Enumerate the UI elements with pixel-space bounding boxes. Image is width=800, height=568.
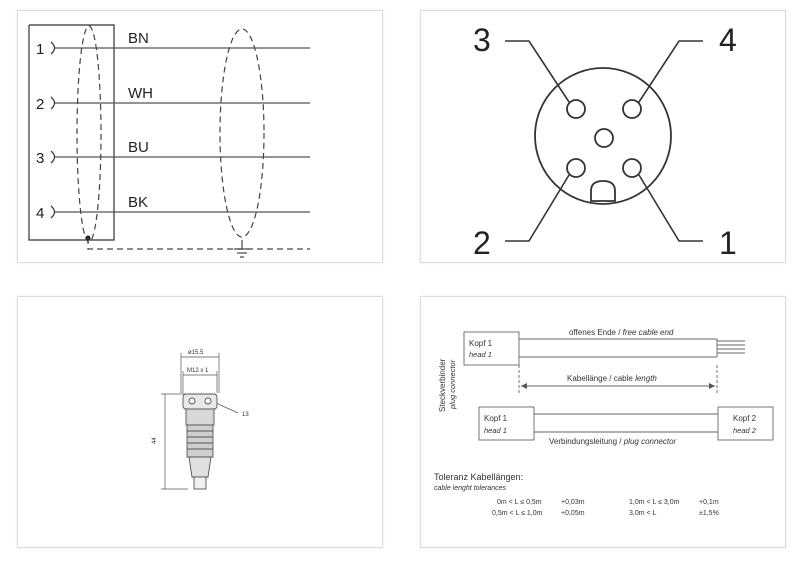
tolerance-value: +0,05m [561,510,585,517]
head-label-en: head 1 [484,426,507,435]
plug-connector-label-en: plug connector [448,359,457,410]
socket-symbol [50,205,56,219]
tolerance-range: 0m < L ≤ 0,5m [497,499,542,506]
wire-label: WH [128,85,153,102]
pin-label: 3 [473,22,491,58]
pin-label: 2 [473,225,491,261]
head-label: Kopf 1 [469,339,493,348]
thread-label: M12 x 1 [187,368,209,374]
head-label: Kopf 2 [733,414,757,423]
tolerance-value: ±1,5% [699,510,719,517]
pin-3 [566,99,586,119]
wire-label: BN [128,30,149,47]
ground-icon [234,240,250,258]
arrowhead [709,383,715,389]
tolerance-title: Toleranz Kabellängen: [434,472,523,482]
pin-label: 4 [719,22,737,58]
pin-2 [566,158,586,178]
pinout-panel: 3 4 2 1 [420,10,786,263]
head-label-en: head 2 [733,426,757,435]
head-box [463,331,520,366]
socket-symbol [50,41,56,55]
connector-housing [28,24,115,241]
shield-line [87,238,310,250]
leader-line [505,174,570,242]
length-label: 44 [152,437,158,444]
pin-4 [622,99,642,119]
pin-number: 4 [36,205,44,222]
head-label-en: head 1 [469,350,492,359]
pin-number: 1 [36,41,44,58]
cable-diagram: Kopf 1 head 1 offenes Ende / free cable … [434,328,774,517]
pin-number: 2 [36,96,44,113]
pin-label: 1 [719,225,737,261]
pinout-diagram: 3 4 2 1 [473,22,737,261]
socket-symbol [50,96,56,110]
tolerance-range: 3,0m < L [629,510,657,517]
wire-label: BU [128,139,149,156]
cable-length-label: Kabellänge / cable length [567,374,657,383]
arrowhead [521,383,527,389]
cable-diagram-panel: Kopf 1 head 1 offenes Ende / free cable … [420,296,786,548]
plug-connector-label: Steckverbinder [438,358,447,412]
coding-key [590,180,616,202]
shield-ellipse [219,28,265,238]
tolerance-range: 0,5m < L ≤ 1,0m [492,510,543,517]
connector-body [182,393,218,490]
leader-line [213,401,239,414]
shield-ellipse [76,25,102,243]
pin-1 [622,158,642,178]
tolerance-subtitle: cable lenght tolerances [434,485,506,492]
tolerance-range: 1,0m < L ≤ 3,0m [629,499,680,506]
dimension-drawing-panel: ø15.5 M12 x 1 13 44 [17,296,383,548]
free-end-label: offenes Ende / free cable end [569,328,674,337]
dimension-drawing: ø15.5 M12 x 1 13 44 [152,350,249,490]
leader-line [638,40,703,103]
head-box [717,406,774,441]
tolerance-value: +0,1m [699,499,719,506]
pin-number: 3 [36,150,44,167]
socket-symbol [50,150,56,164]
diameter-label: ø15.5 [188,350,204,356]
head-box [478,406,535,441]
tolerance-value: +0,03m [561,499,585,506]
leader-line [638,174,703,242]
wrench-size-label: 13 [242,412,249,418]
pin-5 [594,128,614,148]
wiring-diagram: 1 2 3 4 BN WH BU BK [28,24,310,258]
wiring-diagram-panel: 1 2 3 4 BN WH BU BK [17,10,383,263]
wire-label: BK [128,194,148,211]
leader-line [505,40,570,103]
connection-cable-label: Verbindungsleitung / plug connector [549,437,677,446]
connector-face [534,67,672,205]
head-label: Kopf 1 [484,414,508,423]
